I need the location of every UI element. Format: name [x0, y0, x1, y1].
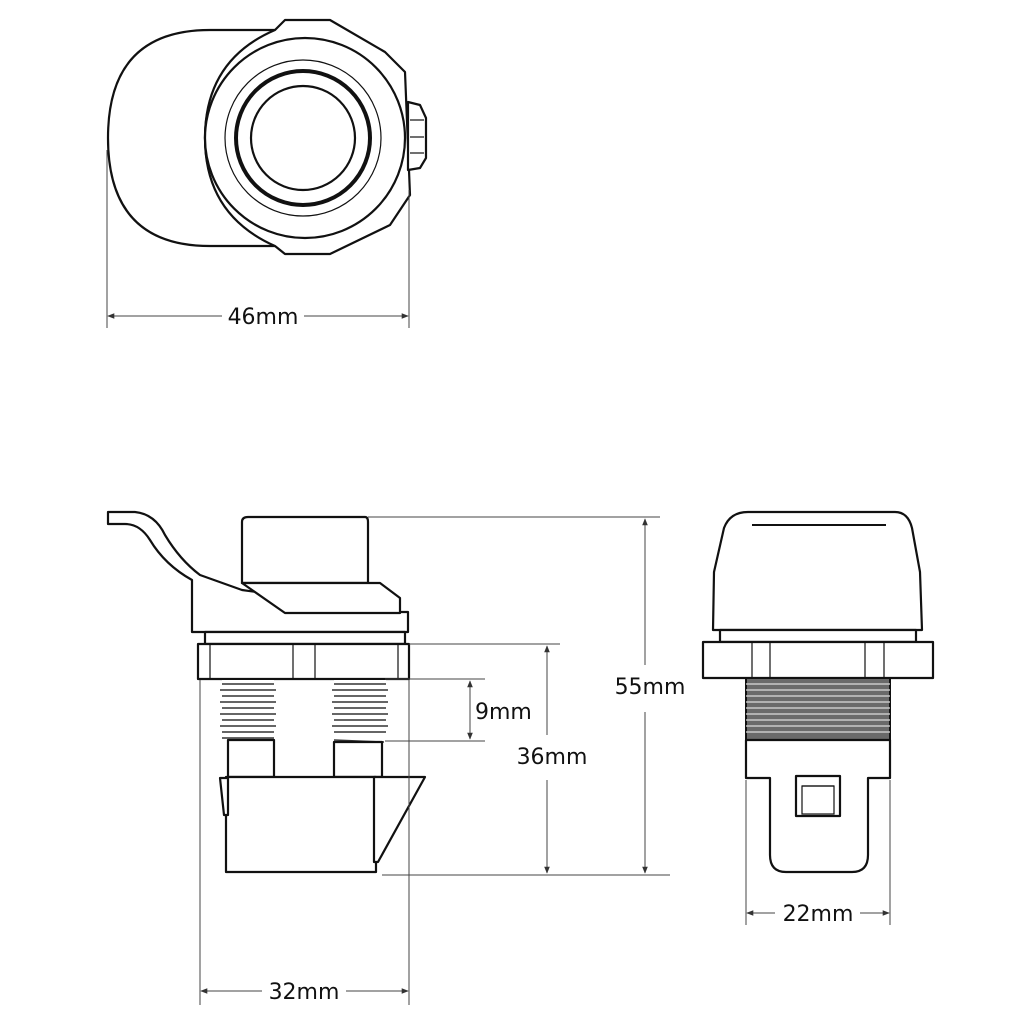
thread-right: [332, 680, 388, 743]
dim-label-55mm: 55mm: [615, 675, 686, 700]
dim-label-46mm: 46mm: [228, 305, 299, 330]
dim-label-36mm: 36mm: [517, 745, 588, 770]
dim-label-32mm: 32mm: [269, 980, 340, 1005]
dim-label-9mm: 9mm: [475, 700, 532, 725]
side-view: 9mm 36mm 55mm 32mm: [106, 510, 686, 1005]
top-view: 46mm: [106, 18, 428, 330]
thread-left: [220, 680, 276, 740]
front-view: 22mm: [701, 510, 935, 927]
dim-label-22mm: 22mm: [783, 902, 854, 927]
